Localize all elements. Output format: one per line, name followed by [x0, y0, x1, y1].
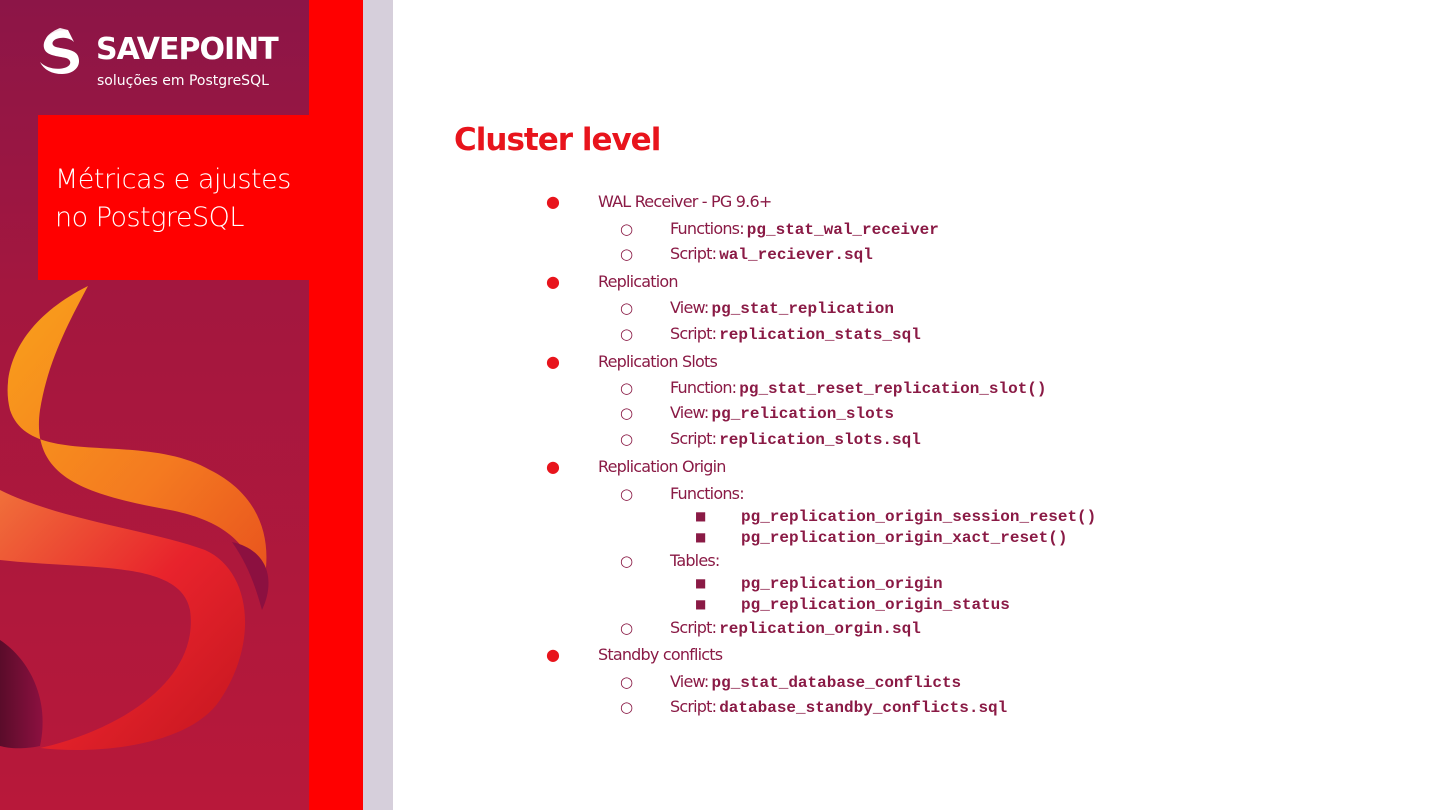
savepoint-logo: SAVEPOINT soluções em PostgreSQL	[38, 28, 298, 94]
bullet-dot-icon: ●	[546, 457, 560, 476]
item-code: wal_reciever.sql	[719, 246, 873, 264]
list-item: ● Replication	[546, 271, 679, 293]
list-item: ○ View:pg_relication_slots	[620, 402, 894, 424]
item-label: View:	[670, 672, 709, 691]
item-label: Functions:	[670, 484, 745, 503]
bullet-dot-icon: ●	[546, 192, 560, 211]
list-item: ○ Tables:	[620, 550, 720, 572]
item-code: replication_stats_sql	[719, 326, 921, 344]
bullet-square-icon: ■	[695, 530, 707, 544]
bullet-circle-icon: ○	[620, 430, 634, 448]
bullet-dot-icon: ●	[546, 352, 560, 371]
bullet-dot-icon: ●	[546, 645, 560, 664]
list-item: ○ Function:pg_stat_reset_replication_slo…	[620, 377, 1047, 399]
bullet-circle-icon: ○	[620, 325, 634, 343]
item-label: Script:	[670, 618, 717, 637]
bullet-circle-icon: ○	[620, 485, 634, 503]
item-label: WAL Receiver - PG 9.6+	[598, 192, 772, 211]
bullet-square-icon: ■	[695, 576, 707, 590]
list-item: ■ pg_replication_origin_xact_reset()	[695, 526, 1068, 548]
bullet-circle-icon: ○	[620, 673, 634, 691]
list-item: ● WAL Receiver - PG 9.6+	[546, 191, 772, 213]
list-item: ○ View:pg_stat_database_conflicts	[620, 671, 962, 693]
item-label: Standby conflicts	[598, 645, 723, 664]
item-code: pg_stat_database_conflicts	[711, 674, 962, 692]
slide-heading: Cluster level	[454, 122, 661, 158]
item-label: Script:	[670, 429, 717, 448]
bullet-dot-icon: ●	[546, 272, 560, 291]
item-code: pg_relication_slots	[711, 405, 894, 423]
bullet-square-icon: ■	[695, 597, 707, 611]
item-label: Script:	[670, 697, 717, 716]
item-label: Replication Origin	[598, 457, 726, 476]
item-label: Script:	[670, 244, 717, 263]
item-code: pg_replication_origin	[741, 575, 943, 593]
bullet-circle-icon: ○	[620, 404, 634, 422]
bullet-circle-icon: ○	[620, 698, 634, 716]
list-item: ○ Functions:pg_stat_wal_receiver	[620, 218, 939, 240]
list-item: ○ Script:wal_reciever.sql	[620, 243, 873, 265]
bullet-circle-icon: ○	[620, 619, 634, 637]
list-item: ● Replication Origin	[546, 456, 726, 478]
item-code: replication_orgin.sql	[719, 620, 921, 638]
item-label: Script:	[670, 324, 717, 343]
savepoint-s-icon	[40, 28, 80, 74]
list-item: ● Replication Slots	[546, 351, 718, 373]
item-label: View:	[670, 403, 709, 422]
item-label: Functions:	[670, 219, 745, 238]
brand-tagline: soluções em PostgreSQL	[97, 73, 269, 89]
bullet-circle-icon: ○	[620, 245, 634, 263]
grey-accent-strip	[363, 0, 393, 810]
red-accent-strip	[309, 0, 363, 810]
list-item: ○ Script:replication_stats_sql	[620, 323, 921, 345]
deck-title-box: Métricas e ajustes no PostgreSQL	[38, 115, 309, 280]
item-label: Replication	[598, 272, 679, 291]
list-item: ■ pg_replication_origin	[695, 572, 943, 594]
list-item: ■ pg_replication_origin_session_reset()	[695, 505, 1097, 527]
deck-title: Métricas e ajustes no PostgreSQL	[55, 164, 291, 233]
item-label: Replication Slots	[598, 352, 718, 371]
bullet-circle-icon: ○	[620, 379, 634, 397]
list-item: ○ View:pg_stat_replication	[620, 297, 894, 319]
item-code: pg_replication_origin_session_reset()	[741, 508, 1097, 526]
list-item: ○ Script:replication_orgin.sql	[620, 617, 921, 639]
item-code: pg_replication_origin_xact_reset()	[741, 529, 1068, 547]
bullet-circle-icon: ○	[620, 299, 634, 317]
list-item: ○ Script:replication_slots.sql	[620, 428, 921, 450]
item-code: replication_slots.sql	[719, 431, 921, 449]
item-label: Tables:	[670, 551, 720, 570]
item-label: View:	[670, 298, 709, 317]
item-code: pg_replication_origin_status	[741, 596, 1010, 614]
bullet-square-icon: ■	[695, 509, 707, 523]
list-item: ○ Script:database_standby_conflicts.sql	[620, 696, 1008, 718]
list-item: ○ Functions:	[620, 483, 745, 505]
list-item: ● Standby conflicts	[546, 644, 723, 666]
item-code: pg_stat_wal_receiver	[746, 221, 939, 239]
item-code: database_standby_conflicts.sql	[719, 699, 1008, 717]
bullet-circle-icon: ○	[620, 220, 634, 238]
item-code: pg_stat_replication	[711, 300, 894, 318]
item-code: pg_stat_reset_replication_slot()	[739, 380, 1047, 398]
list-item: ■ pg_replication_origin_status	[695, 593, 1010, 615]
brand-name: SAVEPOINT	[96, 32, 279, 67]
bullet-circle-icon: ○	[620, 552, 634, 570]
item-label: Function:	[670, 378, 737, 397]
flame-graphic	[0, 286, 269, 751]
